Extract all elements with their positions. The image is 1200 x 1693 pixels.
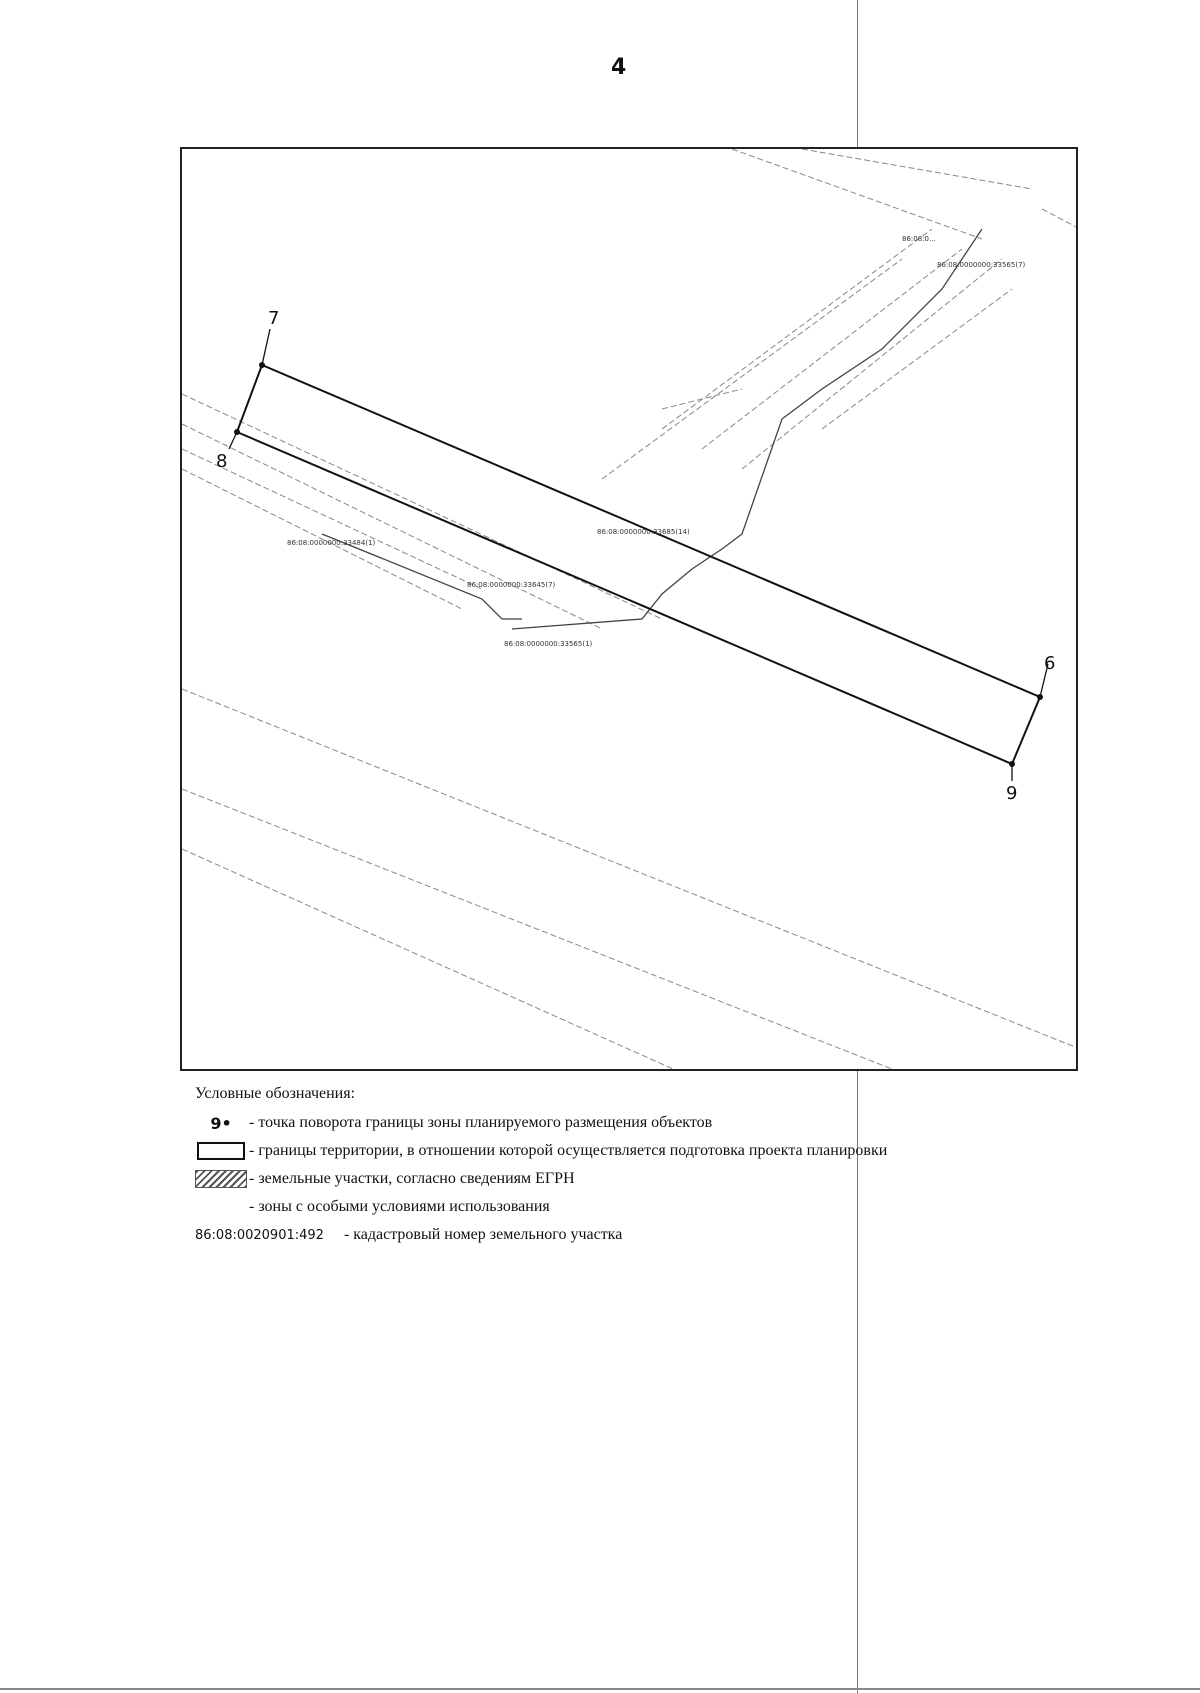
- legend-item-land-plots: - земельные участки, согласно сведениям …: [195, 1165, 1095, 1193]
- boundary-rect-icon: [197, 1142, 245, 1160]
- legend-item-cadastral-number: 86:08:0020901:492 - кадастровый номер зе…: [195, 1221, 1095, 1249]
- legend-text: - точка поворота границы зоны планируемо…: [249, 1114, 713, 1131]
- map-frame: 7 8 6 9 86:08:0000000:33484(1) 86:08:000…: [180, 147, 1078, 1071]
- turning-point-icon: 9•: [210, 1113, 232, 1133]
- page-number: 4: [611, 55, 627, 80]
- turning-point-label: 8: [216, 451, 227, 472]
- legend-text: - кадастровый номер земельного участка: [343, 1226, 623, 1243]
- legend-title: Условные обозначения:: [195, 1085, 356, 1102]
- legend-text: - границы территории, в отношении которо…: [249, 1142, 888, 1159]
- cadastral-number-sample: 86:08:0020901:492: [195, 1227, 324, 1243]
- legend-item-special-zones: - зоны с особыми условиями использования: [195, 1193, 1095, 1221]
- legend-item-territory-boundary: - границы территории, в отношении которо…: [195, 1137, 1095, 1165]
- scan-bottom-edge: [0, 1688, 1200, 1690]
- legend-text: - земельные участки, согласно сведениям …: [249, 1170, 575, 1187]
- special-zone-icon: [195, 1197, 247, 1217]
- cadastral-label: 86:08:0000000:33685(14): [597, 528, 690, 536]
- cadastral-label: 86:08:0000000:33484(1): [287, 539, 376, 547]
- map-drawing: 7 8 6 9 86:08:0000000:33484(1) 86:08:000…: [182, 149, 1076, 1069]
- hatch-pattern-icon: [195, 1170, 247, 1188]
- legend: Условные обозначения: 9• - точка поворот…: [195, 1085, 1095, 1249]
- turning-point-label: 9: [1006, 783, 1017, 804]
- turning-point-label: 7: [268, 308, 279, 329]
- cadastral-label: 86:08:0000000:33565(1): [504, 640, 593, 648]
- cadastral-label: 86:08:0000000:33645(7): [467, 581, 556, 589]
- legend-item-turning-point: 9• - точка поворота границы зоны планиру…: [195, 1109, 1095, 1137]
- cadastral-label: 86:08:0000000:33565(7): [937, 261, 1026, 269]
- turning-point-label: 6: [1044, 653, 1055, 674]
- cadastral-label: 86:08:0...: [902, 235, 936, 243]
- planning-boundary: [235, 363, 1042, 766]
- legend-text: - зоны с особыми условиями использования: [249, 1198, 550, 1215]
